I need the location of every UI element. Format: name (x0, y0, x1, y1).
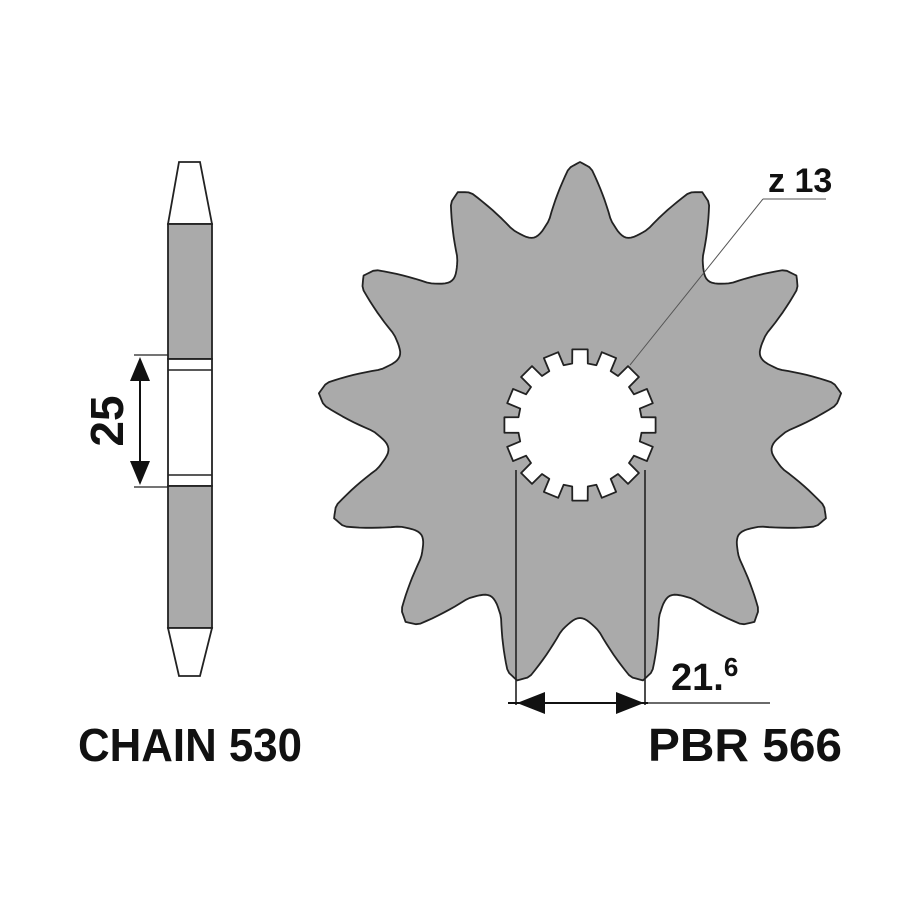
front-view: 21.6 z 13 (318, 161, 842, 714)
splined-bore (503, 348, 657, 502)
teeth-leader-line (629, 198, 764, 366)
hub-width-arrow-down (130, 461, 150, 485)
side-view: 25 (81, 161, 214, 677)
hub-width-label: 25 (81, 395, 133, 446)
chain-label: CHAIN 530 (78, 719, 302, 771)
hub-diameter-arrow-right (616, 692, 644, 714)
hub-diameter-arrow-left (517, 692, 545, 714)
teeth-count-label: z 13 (768, 162, 832, 200)
side-top-chamfer (166, 161, 214, 225)
side-hub (167, 358, 213, 487)
side-lower-section (167, 485, 213, 629)
side-upper-section (167, 223, 213, 360)
hub-width-arrow-up (130, 357, 150, 381)
part-number-label: PBR 566 (648, 719, 842, 771)
hub-diameter-label: 21.6 (671, 652, 738, 699)
side-bottom-chamfer (166, 627, 214, 677)
